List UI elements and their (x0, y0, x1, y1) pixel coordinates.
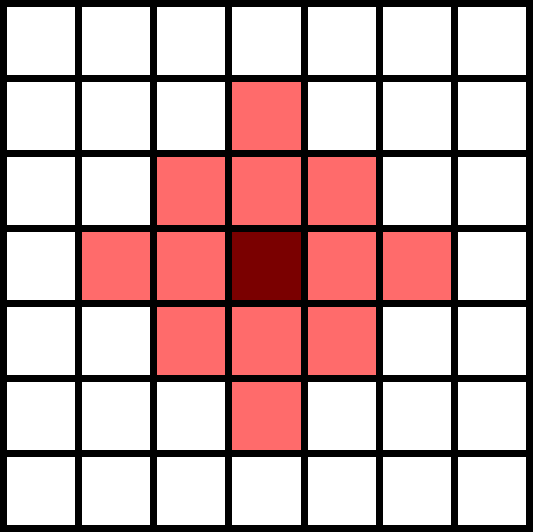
grid-cell-neighbor (307, 232, 376, 300)
grid-cell-neighbor (232, 382, 301, 450)
grid-cell-empty (457, 82, 526, 150)
grid-cell-empty (82, 307, 151, 375)
grid-cell-empty (382, 382, 451, 450)
grid-cell-empty (457, 232, 526, 300)
grid-cell-empty (82, 82, 151, 150)
grid-cell-empty (382, 157, 451, 225)
grid-cell-neighbor (157, 157, 226, 225)
grid-cell-empty (382, 307, 451, 375)
grid-cell-empty (157, 82, 226, 150)
grid-cell-empty (82, 7, 151, 75)
grid-cell-empty (457, 457, 526, 525)
grid-cell-empty (7, 307, 76, 375)
grid-cell-empty (157, 7, 226, 75)
grid-cell-neighbor (307, 157, 376, 225)
grid-cell-empty (82, 457, 151, 525)
grid-cell-empty (7, 382, 76, 450)
grid-cell-empty (157, 457, 226, 525)
grid-cell-neighbor (307, 307, 376, 375)
grid-cell-empty (82, 382, 151, 450)
grid-cell-empty (82, 157, 151, 225)
grid-cell-neighbor (232, 157, 301, 225)
grid-cell-neighbor (157, 307, 226, 375)
grid-cell-empty (382, 7, 451, 75)
grid-cell-empty (307, 7, 376, 75)
grid-cell-empty (382, 457, 451, 525)
grid-cell-neighbor (82, 232, 151, 300)
grid-cell-empty (7, 7, 76, 75)
grid-cell-empty (382, 82, 451, 150)
grid-cell-neighbor (382, 232, 451, 300)
grid-cell-empty (7, 457, 76, 525)
grid-cell-empty (307, 457, 376, 525)
grid-cell-empty (307, 382, 376, 450)
grid-cell-neighbor (232, 82, 301, 150)
grid-cell-empty (457, 157, 526, 225)
grid-cell-empty (7, 232, 76, 300)
grid-cell-empty (232, 457, 301, 525)
grid-cell-center (232, 232, 301, 300)
grid-cell-neighbor (232, 307, 301, 375)
grid-cell-empty (457, 307, 526, 375)
grid-cell-empty (7, 157, 76, 225)
grid-cell-empty (457, 382, 526, 450)
grid-cell-empty (7, 82, 76, 150)
grid-cell-empty (307, 82, 376, 150)
grid-cell-empty (457, 7, 526, 75)
grid-cell-empty (157, 382, 226, 450)
grid-cell-neighbor (157, 232, 226, 300)
grid-cell-empty (232, 7, 301, 75)
